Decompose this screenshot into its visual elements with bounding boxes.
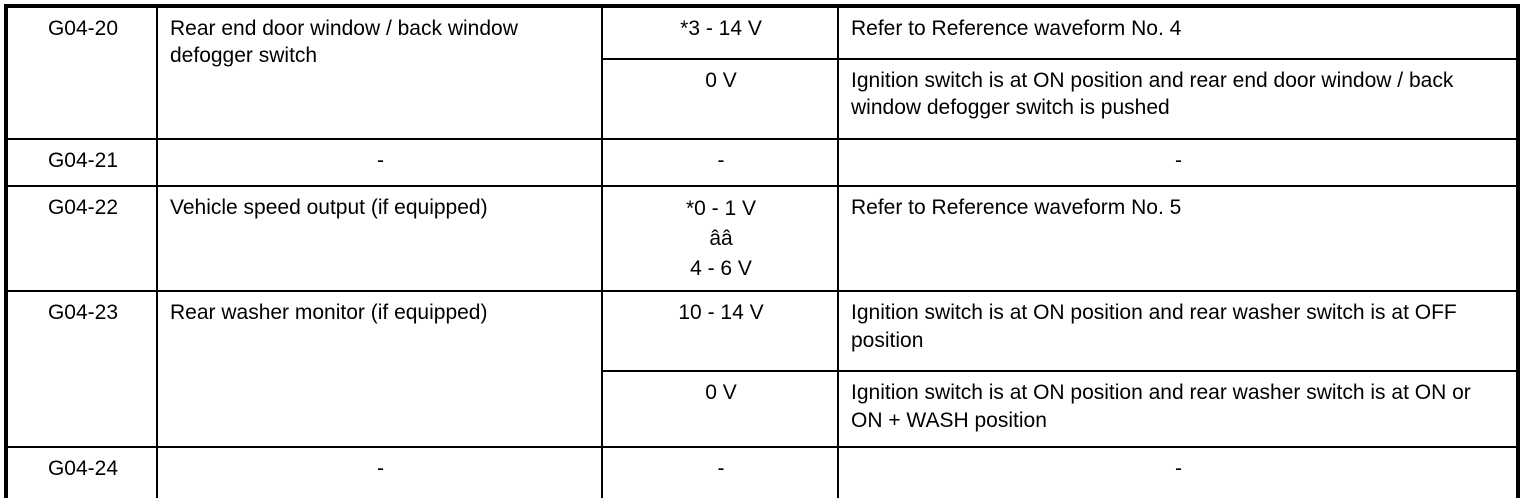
cell-voltage: - <box>601 138 839 187</box>
table-row: 0 V Ignition switch is at ON position an… <box>6 58 1519 140</box>
condition-text: Ignition switch is at ON position and re… <box>851 381 1471 432</box>
terminal-number-text: G04-24 <box>47 457 119 481</box>
item-text: - <box>377 149 384 172</box>
cell-item: - <box>156 446 603 498</box>
item-text: - <box>377 457 384 481</box>
table-row: G04-24 - - - <box>5 446 1519 498</box>
voltage-text: *3 - 14 V <box>680 17 762 40</box>
table-row: G04-20 Rear end door window / back windo… <box>5 5 1519 140</box>
cell-condition: Ignition switch is at ON position and re… <box>837 58 1519 140</box>
voltage-text: 0 V <box>705 381 737 405</box>
cell-voltage: 0 V <box>601 58 839 140</box>
cell-item: Vehicle speed output (if equipped) <box>156 184 603 293</box>
cell-condition: Refer to Reference waveform No. 5 <box>837 184 1519 293</box>
item-text: Rear end door window / back window defog… <box>170 17 518 68</box>
voltage-text: *0 - 1 V ââ 4 - 6 V <box>685 197 757 280</box>
cell-voltage: 10 - 14 V <box>601 290 839 373</box>
terminal-number-text: G04-21 <box>47 149 119 172</box>
cell-voltage: *0 - 1 V ââ 4 - 6 V <box>601 184 839 293</box>
condition-text: Refer to Reference waveform No. 5 <box>851 196 1182 219</box>
cell-terminal-number: G04-24 <box>5 446 158 498</box>
cell-condition: Ignition switch is at ON position and re… <box>837 290 1519 373</box>
condition-text: Ignition switch is at ON position and re… <box>851 69 1454 120</box>
voltage-text: - <box>717 149 725 172</box>
condition-text: - <box>1175 149 1182 172</box>
cell-condition: - <box>837 446 1519 498</box>
terminal-number-text: G04-23 <box>47 301 119 325</box>
cell-item: Rear washer monitor (if equipped) <box>156 290 603 449</box>
voltage-text: 10 - 14 V <box>678 301 764 325</box>
terminal-number-text: G04-20 <box>47 17 119 40</box>
cell-voltage: - <box>601 446 839 498</box>
item-text: Rear washer monitor (if equipped) <box>170 301 488 325</box>
condition-text: Ignition switch is at ON position and re… <box>851 301 1457 352</box>
cell-terminal-number: G04-23 <box>5 290 158 449</box>
cell-condition: Ignition switch is at ON position and re… <box>837 370 1519 449</box>
cell-terminal-number: G04-21 <box>5 138 158 187</box>
cell-condition: Refer to Reference waveform No. 4 <box>837 5 1519 60</box>
condition-text: Refer to Reference waveform No. 4 <box>851 17 1182 40</box>
cell-voltage: 0 V <box>601 370 839 449</box>
cell-terminal-number: G04-20 <box>5 5 158 140</box>
cell-voltage: *3 - 14 V <box>601 5 839 60</box>
table-row: G04-22 Vehicle speed output (if equipped… <box>5 184 1519 293</box>
voltage-text: 0 V <box>705 69 737 92</box>
terminal-voltage-table: G04-20 Rear end door window / back windo… <box>4 4 1520 498</box>
cell-terminal-number: G04-22 <box>5 184 158 293</box>
cell-item: - <box>156 138 603 187</box>
table-row: G04-21 - - - <box>5 138 1519 187</box>
table-row: 0 V Ignition switch is at ON position an… <box>6 370 1519 449</box>
terminal-number-text: G04-22 <box>47 196 119 219</box>
condition-text: - <box>1175 457 1182 481</box>
voltage-text: - <box>717 457 725 481</box>
cell-condition: - <box>837 138 1519 187</box>
table-row: G04-23 Rear washer monitor (if equipped)… <box>5 290 1519 449</box>
cell-item: Rear end door window / back window defog… <box>156 5 603 140</box>
item-text: Vehicle speed output (if equipped) <box>170 196 488 219</box>
